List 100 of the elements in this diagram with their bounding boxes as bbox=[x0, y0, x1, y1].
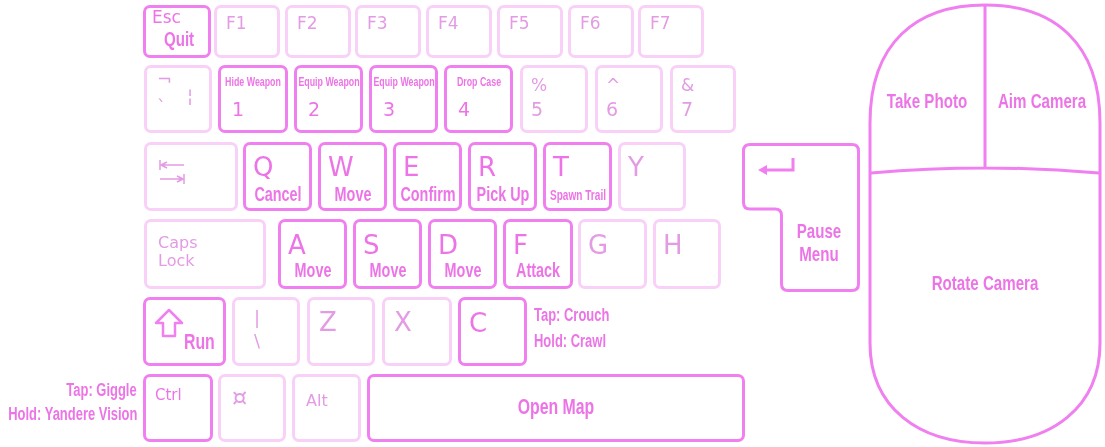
keyboard-key bbox=[144, 142, 238, 211]
key-note: Tap: Giggle bbox=[66, 381, 137, 401]
mouse-action-label: Rotate Camera bbox=[931, 271, 1039, 295]
keyboard-key bbox=[243, 142, 312, 211]
key-legend: Caps Lock bbox=[158, 234, 208, 270]
keyboard-key bbox=[568, 5, 634, 58]
key-legend: ^ bbox=[606, 76, 621, 95]
keyboard-key bbox=[294, 65, 363, 133]
keyboard-key bbox=[595, 65, 663, 133]
key-action-label: Pause Menu bbox=[796, 219, 842, 266]
key-action-label: Move bbox=[334, 183, 372, 205]
key-legend: F7 bbox=[650, 14, 671, 33]
mouse-action-label: Aim Camera bbox=[997, 89, 1087, 113]
mouse-action-label: Take Photo bbox=[886, 89, 968, 113]
key-legend: Z bbox=[319, 308, 337, 337]
keyboard-key bbox=[218, 374, 286, 442]
key-legend: G bbox=[588, 231, 609, 260]
key-legend: F2 bbox=[297, 14, 318, 33]
keyboard-key bbox=[444, 65, 513, 133]
key-legend: Ctrl bbox=[155, 387, 182, 404]
keyboard-key bbox=[503, 219, 573, 289]
key-legend: T bbox=[553, 153, 569, 182]
key-action-label: Cancel bbox=[254, 183, 302, 205]
key-legend: & bbox=[681, 76, 695, 95]
keyboard-key bbox=[520, 65, 588, 133]
key-legend: 7 bbox=[681, 99, 694, 120]
keyboard-key bbox=[143, 5, 211, 58]
keyboard-key bbox=[543, 142, 612, 211]
keyboard-key bbox=[638, 5, 704, 58]
keyboard-key bbox=[369, 65, 438, 133]
keyboard-key bbox=[426, 5, 492, 58]
keyboard-key bbox=[144, 219, 266, 289]
key-legend: ¬ bbox=[157, 69, 173, 89]
key-action-label: Move bbox=[444, 259, 482, 281]
key-legend: R bbox=[478, 153, 497, 182]
key-legend: X bbox=[394, 308, 412, 337]
key-legend: \ bbox=[254, 331, 261, 351]
keyboard-key bbox=[428, 219, 497, 289]
keyboard-key bbox=[670, 65, 736, 133]
keyboard-key bbox=[367, 374, 745, 442]
keyboard-key bbox=[393, 142, 462, 211]
key-legend: E bbox=[403, 153, 420, 182]
key-legend: Y bbox=[628, 153, 644, 182]
keyboard-key bbox=[278, 219, 347, 289]
keyboard-key bbox=[214, 5, 280, 58]
keyboard-key bbox=[143, 374, 213, 442]
keyboard-key bbox=[355, 5, 421, 58]
key-action-label: Pick Up bbox=[476, 183, 530, 205]
key-note: Hold: Yandere Vision bbox=[7, 405, 137, 425]
key-legend: W bbox=[328, 153, 354, 182]
key-legend: 4 bbox=[458, 99, 471, 120]
key-legend: F1 bbox=[226, 14, 247, 33]
key-legend: F4 bbox=[438, 14, 459, 33]
key-action-label: Move bbox=[369, 259, 407, 281]
key-legend: F3 bbox=[367, 14, 388, 33]
key-action-label: Spawn Trail bbox=[550, 188, 606, 204]
keyboard-key bbox=[578, 219, 647, 289]
key-action-label: Hide Weapon bbox=[225, 75, 281, 90]
key-legend: Esc bbox=[152, 8, 181, 27]
key-note: Tap: Crouch bbox=[534, 306, 610, 326]
key-legend: 1 bbox=[232, 99, 245, 120]
key-action-label: Quit bbox=[163, 27, 195, 51]
keyboard-key bbox=[653, 219, 721, 289]
key-legend: 6 bbox=[606, 99, 619, 120]
key-legend: A bbox=[288, 231, 306, 260]
key-action-label: Open Map bbox=[517, 395, 595, 420]
keyboard-key bbox=[292, 374, 361, 442]
key-legend: ¤ bbox=[232, 385, 248, 412]
keyboard-key bbox=[218, 65, 288, 133]
key-legend: Q bbox=[253, 153, 274, 182]
key-legend: D bbox=[438, 231, 459, 260]
keyboard-key bbox=[458, 297, 527, 366]
keyboard-key bbox=[318, 142, 387, 211]
key-legend: ¦ bbox=[187, 86, 194, 106]
key-legend: 5 bbox=[531, 99, 544, 120]
key-action-label: Move bbox=[294, 259, 332, 281]
keyboard-key bbox=[353, 219, 422, 289]
key-legend: S bbox=[363, 231, 380, 260]
key-action-label: Equip Weapon bbox=[373, 75, 435, 90]
keyboard-key bbox=[468, 142, 537, 211]
keyboard-key bbox=[232, 297, 300, 366]
key-action-label: Equip Weapon bbox=[298, 75, 360, 90]
keyboard-key bbox=[143, 297, 226, 366]
key-legend: | bbox=[254, 308, 261, 328]
keyboard-key bbox=[307, 297, 375, 366]
key-legend: F bbox=[513, 231, 528, 260]
key-legend: 3 bbox=[383, 99, 396, 120]
keyboard-key bbox=[382, 297, 452, 366]
key-note: Hold: Crawl bbox=[534, 332, 606, 352]
key-action-label: Attack bbox=[516, 259, 560, 281]
key-legend: H bbox=[663, 231, 683, 260]
keyboard-key bbox=[144, 65, 212, 133]
key-legend: F5 bbox=[509, 14, 530, 33]
key-legend: Alt bbox=[306, 392, 328, 410]
keyboard-key bbox=[618, 142, 686, 211]
keyboard-key bbox=[285, 5, 351, 58]
key-action-label: Run bbox=[184, 330, 215, 355]
keyboard-key bbox=[497, 5, 563, 58]
key-action-label: Drop Case bbox=[456, 75, 502, 90]
key-legend: 2 bbox=[308, 99, 321, 120]
